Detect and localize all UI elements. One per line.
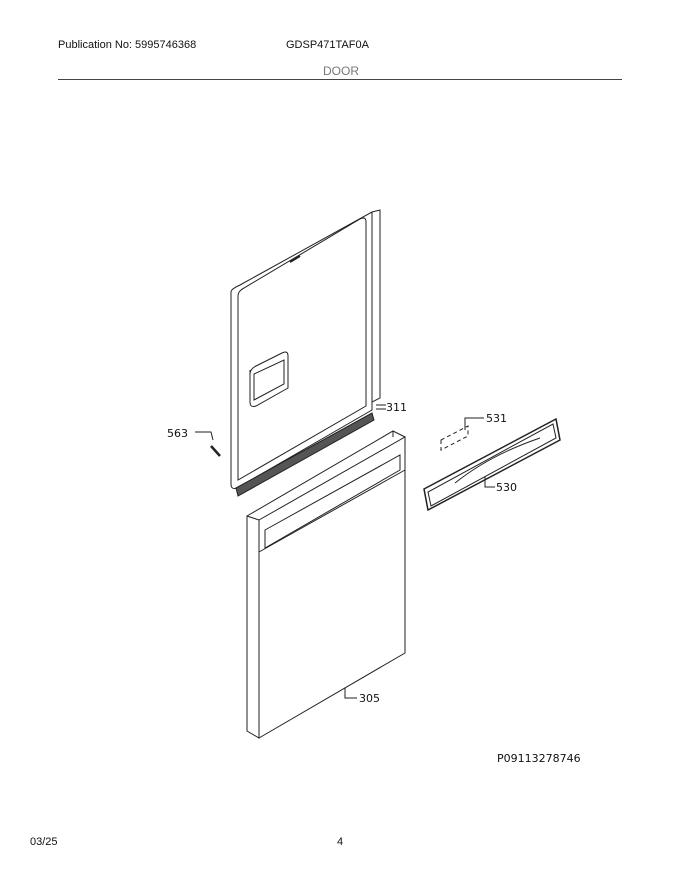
part-305-outer-door — [246, 430, 406, 739]
section-title: DOOR — [323, 64, 359, 78]
part-label-563: 563 — [167, 427, 188, 440]
part-label-530: 530 — [496, 481, 517, 494]
leader-305 — [344, 688, 357, 699]
part-530-handle — [423, 417, 561, 512]
header-rule — [58, 79, 622, 80]
part-label-311: 311 — [386, 401, 407, 414]
publication-number: Publication No: 5995746368 — [58, 39, 197, 51]
model-number: GDSP471TAF0A — [286, 39, 369, 51]
drawing-code: P09113278746 — [497, 752, 581, 765]
part-label-531: 531 — [486, 412, 507, 425]
leader-531 — [464, 417, 484, 430]
part-311-strip — [235, 404, 386, 497]
footer-page-number: 4 — [337, 836, 344, 848]
part-563-pin — [210, 445, 221, 457]
part-label-305: 305 — [359, 692, 380, 705]
leader-530 — [484, 477, 495, 488]
inner-door-panel — [230, 209, 381, 489]
leader-563 — [195, 431, 214, 441]
footer-date: 03/25 — [30, 836, 58, 848]
part-531-clip — [440, 425, 469, 451]
